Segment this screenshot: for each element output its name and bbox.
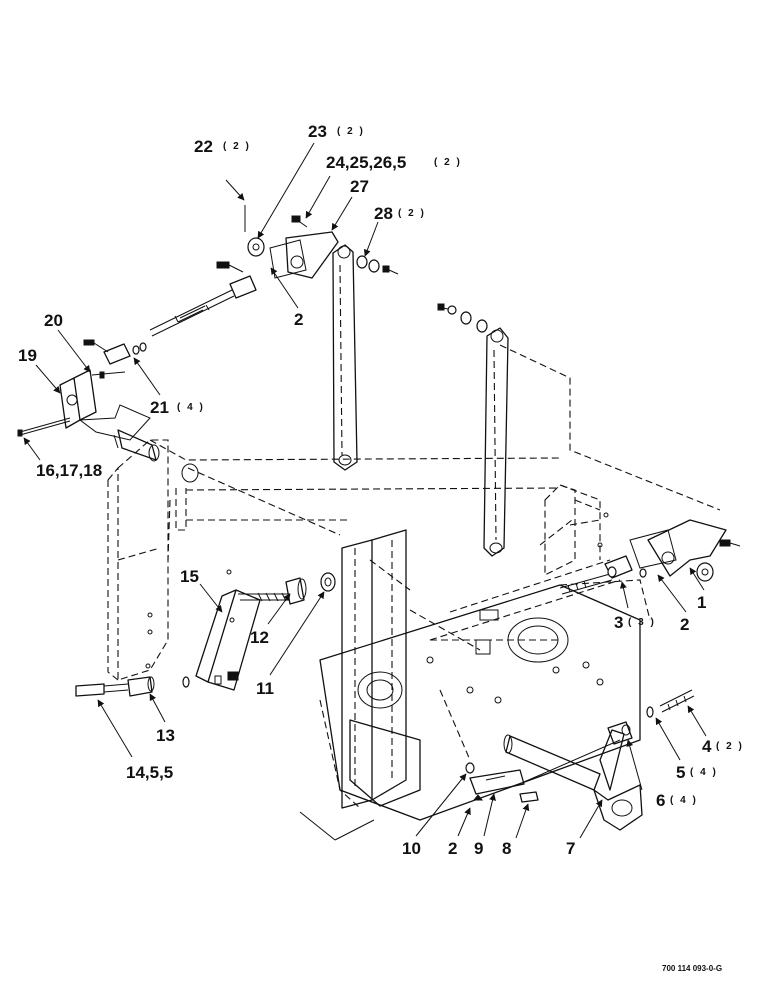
svg-text:27: 27 [350,177,369,196]
callout-15: 15 [180,567,199,586]
callout-5: 5 ( 4 ) [676,763,718,782]
svg-text:( 3 ): ( 3 ) [628,617,656,628]
svg-text:2: 2 [294,310,303,329]
svg-text:( 2 ): ( 2 ) [337,126,365,137]
svg-text:23: 23 [308,122,327,141]
callout-4: 4 ( 2 ) [702,737,744,756]
right-lower-assembly [465,689,695,831]
callout-12: 12 [250,628,269,647]
dashed-connectors [187,344,721,761]
svg-text:( 2 ): ( 2 ) [434,157,462,168]
callout-6: 6 ( 4 ) [656,791,698,810]
callout-labels: 22 ( 2 ) 23 ( 2 ) 24,25,26,5 ( 2 ) 27 28… [18,122,744,858]
callout-19: 19 [18,346,37,365]
svg-text:2: 2 [680,615,689,634]
svg-text:14,5,5: 14,5,5 [126,763,173,782]
svg-text:( 2 ): ( 2 ) [223,141,251,152]
drawing-number: 700 114 093-0-G [662,964,722,973]
callout-9: 9 [474,839,483,858]
callout-20: 20 [44,311,63,330]
svg-text:15: 15 [180,567,199,586]
svg-text:3: 3 [614,613,623,632]
svg-text:20: 20 [44,311,63,330]
svg-text:13: 13 [156,726,175,745]
callout-8: 8 [502,839,511,858]
svg-text:12: 12 [250,628,269,647]
left-upper-assembly [17,339,199,483]
svg-text:( 2 ): ( 2 ) [716,741,744,752]
svg-text:6: 6 [656,791,665,810]
svg-text:2: 2 [448,839,457,858]
callout-10: 10 [402,839,421,858]
callout-16-17-18: 16,17,18 [36,461,102,480]
right-upper-assembly [437,303,741,595]
leader-lines [23,142,707,839]
svg-text:( 4 ): ( 4 ) [177,402,205,413]
left-lower-assembly [75,572,336,697]
callout-24-25-26-5: 24,25,26,5 ( 2 ) [326,153,462,172]
svg-text:1: 1 [697,593,706,612]
svg-text:22: 22 [194,137,213,156]
callout-11: 11 [256,679,274,698]
svg-text:8: 8 [502,839,511,858]
svg-text:19: 19 [18,346,37,365]
callout-3: 3 ( 3 ) [614,613,656,632]
callout-21: 21 ( 4 ) [150,398,205,417]
upper-center-assembly [149,205,399,471]
svg-text:7: 7 [566,839,575,858]
callout-2-upper: 2 [294,310,303,329]
frame-structure [107,439,651,841]
svg-text:9: 9 [474,839,483,858]
svg-text:11: 11 [256,679,274,698]
callout-28: 28 ( 2 ) [374,204,426,223]
svg-text:( 4 ): ( 4 ) [690,767,718,778]
svg-text:( 2 ): ( 2 ) [398,208,426,219]
svg-text:16,17,18: 16,17,18 [36,461,102,480]
callout-22: 22 ( 2 ) [194,137,251,156]
callout-2-right: 2 [680,615,689,634]
svg-text:28: 28 [374,204,393,223]
callout-14-5-5: 14,5,5 [126,763,173,782]
callout-2-lower: 2 [448,839,457,858]
callout-23: 23 ( 2 ) [308,122,365,141]
svg-text:10: 10 [402,839,421,858]
svg-text:21: 21 [150,398,169,417]
callout-27: 27 [350,177,369,196]
svg-text:5: 5 [676,763,685,782]
svg-text:4: 4 [702,737,712,756]
callout-7: 7 [566,839,575,858]
callout-1: 1 [697,593,706,612]
svg-text:24,25,26,5: 24,25,26,5 [326,153,406,172]
callout-13: 13 [156,726,175,745]
svg-text:( 4 ): ( 4 ) [670,795,698,806]
